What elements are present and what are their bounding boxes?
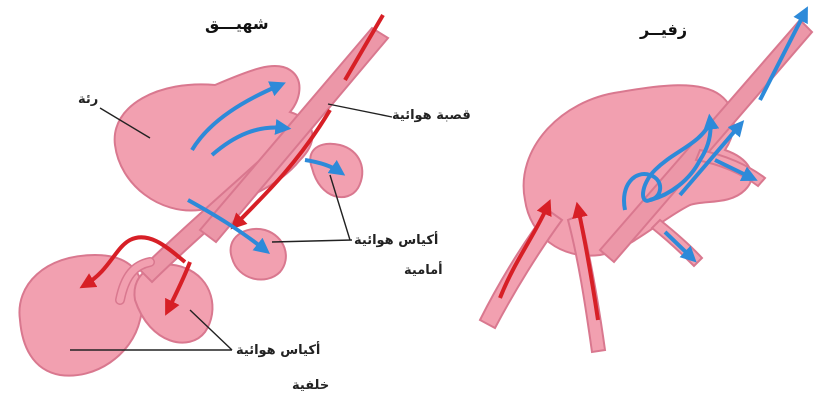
label-trachea: قصبة هوائية [392, 108, 471, 123]
exhale-posterior-tube-left [480, 210, 562, 328]
leader-trachea [328, 104, 392, 117]
inhale-illustration [19, 15, 392, 376]
label-posterior-sacs-2: خلفية [292, 378, 329, 393]
label-lung: رئة [78, 92, 98, 107]
exhale-title: زفيــر [640, 20, 687, 39]
exhale-illustration [480, 12, 812, 352]
label-anterior-sacs-1: أكياس هوائية [354, 233, 438, 248]
inhale-title: شهيـــق [205, 14, 269, 33]
anterior-air-sac-lower [231, 229, 286, 280]
label-anterior-sacs-2: أمامية [404, 263, 443, 278]
exhale-blue-arrow-trachea [760, 12, 805, 100]
label-posterior-sacs-1: أكياس هوائية [236, 343, 320, 358]
